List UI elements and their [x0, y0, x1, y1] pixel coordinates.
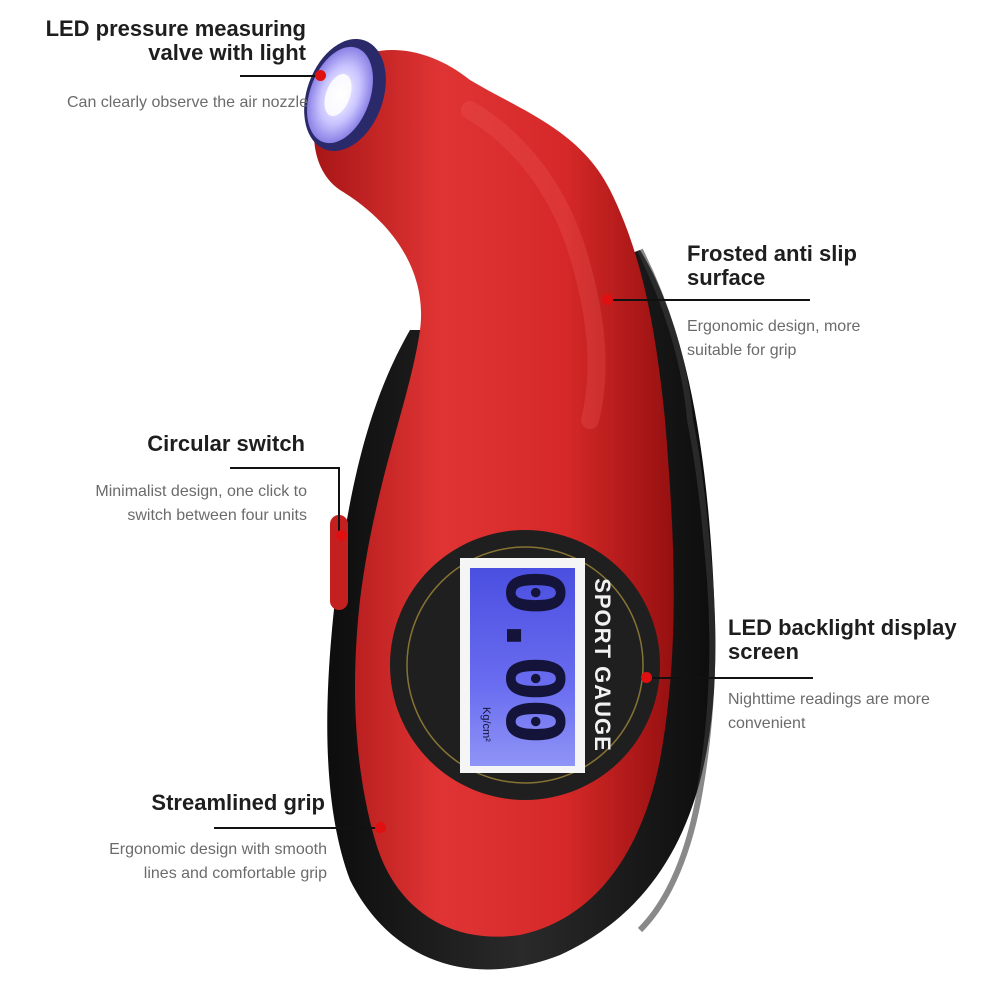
leader-line [648, 677, 813, 679]
marker-dot [315, 70, 326, 81]
callout-grip-desc-2: lines and comfortable grip [143, 865, 327, 882]
callout-backlight-display-desc-2: convenient [728, 715, 806, 732]
leader-line [610, 299, 810, 301]
callout-led-valve-title-2: valve with light [148, 40, 306, 65]
led-nozzle [304, 38, 386, 152]
callout-led-valve-title-1: LED pressure measuring [45, 16, 306, 41]
lcd-unit: Kg/cm² [480, 707, 492, 742]
lcd-screen [470, 568, 575, 766]
callout-backlight-display-title-1: LED backlight display [728, 615, 957, 640]
callout-anti-slip-title-1: Frosted anti slip [687, 241, 857, 266]
callout-backlight-display-desc: Nighttime readings are more convenient [728, 688, 993, 736]
marker-dot [641, 672, 652, 683]
callout-backlight-display-title-2: screen [728, 639, 799, 664]
callout-grip-title: Streamlined grip [151, 790, 325, 815]
callout-circular-switch-title: Circular switch [147, 431, 305, 456]
callout-anti-slip-desc: Ergonomic design, more suitable for grip [687, 315, 987, 363]
callout-led-valve-desc: Can clearly observe the air nozzle [10, 91, 308, 115]
callout-led-valve-desc-text: Can clearly observe the air nozzle [66, 94, 308, 111]
callout-backlight-display-desc-1: Nighttime readings are more [728, 691, 930, 708]
callout-circular-switch: Circular switch [10, 432, 305, 456]
callout-backlight-display: LED backlight display screen [728, 616, 993, 664]
callout-circular-switch-desc-1: Minimalist design, one click to [95, 483, 307, 500]
callout-anti-slip-desc-1: Ergonomic design, more [687, 318, 861, 335]
callout-anti-slip-desc-2: suitable for grip [687, 342, 797, 359]
callout-grip-desc-1: Ergonomic design with smooth [109, 841, 327, 858]
leader-line [338, 467, 340, 535]
marker-dot [602, 294, 613, 305]
leader-line [230, 467, 340, 469]
lcd-reading: 0.00 [488, 569, 578, 741]
leader-line [214, 827, 382, 829]
leader-line [240, 75, 318, 77]
brand-label: SPORT GAUGE [590, 578, 615, 752]
marker-dot [375, 822, 386, 833]
callout-circular-switch-desc-2: switch between four units [127, 507, 307, 524]
callout-led-valve: LED pressure measuring valve with light [10, 17, 306, 65]
callout-grip: Streamlined grip [10, 791, 325, 815]
marker-dot [336, 530, 347, 541]
callout-anti-slip: Frosted anti slip surface [687, 242, 987, 290]
callout-anti-slip-title-2: surface [687, 265, 766, 290]
callout-grip-desc: Ergonomic design with smooth lines and c… [10, 838, 327, 886]
callout-circular-switch-desc: Minimalist design, one click to switch b… [10, 480, 307, 528]
